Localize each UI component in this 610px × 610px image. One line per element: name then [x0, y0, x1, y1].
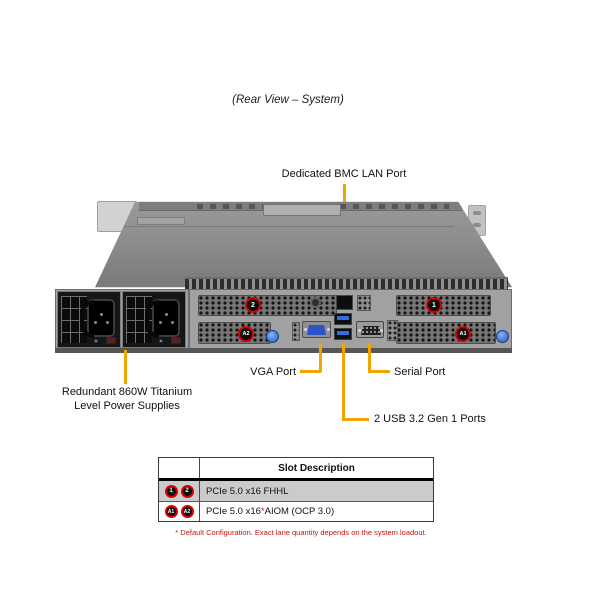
usb-connector: [337, 316, 349, 320]
row-badge-cell: A1 A2: [159, 502, 199, 521]
bmc-lan-port: [336, 295, 353, 310]
badge-a1-icon: A1: [164, 505, 178, 518]
power-supply-2: [122, 291, 186, 348]
ac-inlet-pins: [100, 313, 103, 316]
table-footnote: * Default Configuration. Exact lane quan…: [175, 528, 427, 537]
slot-description-cell: PCIe 5.0 x16 FHHL: [199, 481, 433, 501]
usb-callout-label: 2 USB 3.2 Gen 1 Ports: [374, 413, 486, 425]
ear-screw-slot: [473, 211, 481, 215]
serial-callout-line: [368, 343, 371, 372]
usb-callout-line: [344, 418, 369, 421]
slot-a1-badge: A1: [455, 326, 471, 342]
aiom-slot-a1-bracket: [396, 322, 496, 344]
thumbscrew-right: [496, 330, 509, 343]
vga-connector: [307, 325, 326, 335]
badge-1-icon: 1: [164, 484, 178, 498]
vga-callout-label: VGA Port: [250, 366, 296, 378]
serial-callout-label: Serial Port: [394, 366, 446, 378]
serial-port: [356, 321, 384, 338]
vent-holes: [387, 320, 398, 341]
chassis-lock-hole: [310, 297, 321, 308]
usb-callout-line: [342, 343, 345, 421]
chassis-top-cover: [95, 201, 512, 288]
vga-screw: [303, 328, 307, 331]
ear-screw-slot: [473, 223, 481, 227]
serial-connector: [361, 326, 381, 335]
usb-port-top: [334, 313, 352, 325]
vga-port: [302, 321, 331, 338]
vga-screw: [326, 328, 330, 331]
table-header-slot-description: Slot Description: [199, 458, 433, 478]
slot-description-table: Slot Description 1 2 PCIe 5.0 x16 FHHL A…: [158, 457, 434, 522]
cover-seam: [107, 226, 454, 227]
psu-callout-label-line1: Redundant 860W Titanium: [61, 386, 193, 398]
usb-port-bottom: [334, 328, 352, 340]
table-row: A1 A2 PCIe 5.0 x16* AIOM (OCP 3.0): [159, 501, 433, 521]
psu-release-latch: [106, 337, 116, 344]
chassis-bottom-rail: [55, 348, 512, 353]
desc-text: PCIe 5.0 x16: [206, 506, 261, 517]
badge-2-icon: 2: [180, 484, 194, 498]
psu-handle: [145, 300, 159, 338]
usb-connector: [337, 331, 349, 335]
row-badge-cell: 1 2: [159, 481, 199, 501]
bmc-lan-callout-label: Dedicated BMC LAN Port: [281, 168, 407, 180]
table-row: 1 2 PCIe 5.0 x16 FHHL: [159, 481, 433, 501]
psu-handle: [80, 300, 94, 338]
pcie-slot-2-bracket: [198, 295, 337, 316]
desc-text: AIOM (OCP 3.0): [264, 506, 335, 517]
psu-callout-line: [124, 350, 127, 384]
serial-callout-line: [368, 370, 390, 373]
red-asterisk: *: [260, 506, 265, 517]
pcie-slot-1-bracket: [396, 295, 491, 316]
psu-callout-label-line2: Level Power Supplies: [74, 400, 180, 412]
badge-a2-icon: A2: [180, 505, 194, 518]
psu-status-led: [94, 339, 98, 343]
psu-release-latch: [171, 337, 181, 344]
vga-callout-line: [300, 370, 321, 373]
aiom-slot-a2-bracket: [198, 322, 271, 344]
psu-mesh-vent: [61, 296, 87, 343]
cover-indent: [137, 217, 185, 225]
vent-holes: [357, 295, 371, 311]
slot-description-cell: PCIe 5.0 x16* AIOM (OCP 3.0): [199, 502, 433, 521]
power-supply-1: [57, 291, 121, 348]
cover-handle-recess: [263, 204, 341, 216]
slot-2-badge: 2: [245, 297, 261, 313]
rear-view-caption: (Rear View – System): [232, 94, 344, 106]
panel-divider: [188, 289, 190, 349]
table-header-badge-cell: [159, 458, 199, 478]
ac-inlet-pins: [165, 313, 168, 316]
thumbscrew-left: [266, 330, 279, 343]
serial-screw: [379, 329, 383, 332]
vent-holes: [292, 322, 300, 341]
vga-callout-line: [319, 343, 322, 372]
slot-a2-badge: A2: [238, 326, 254, 342]
slot-1-badge: 1: [426, 297, 442, 313]
serial-screw: [357, 329, 361, 332]
table-header-row: Slot Description: [159, 458, 433, 481]
psu-status-led: [159, 339, 163, 343]
